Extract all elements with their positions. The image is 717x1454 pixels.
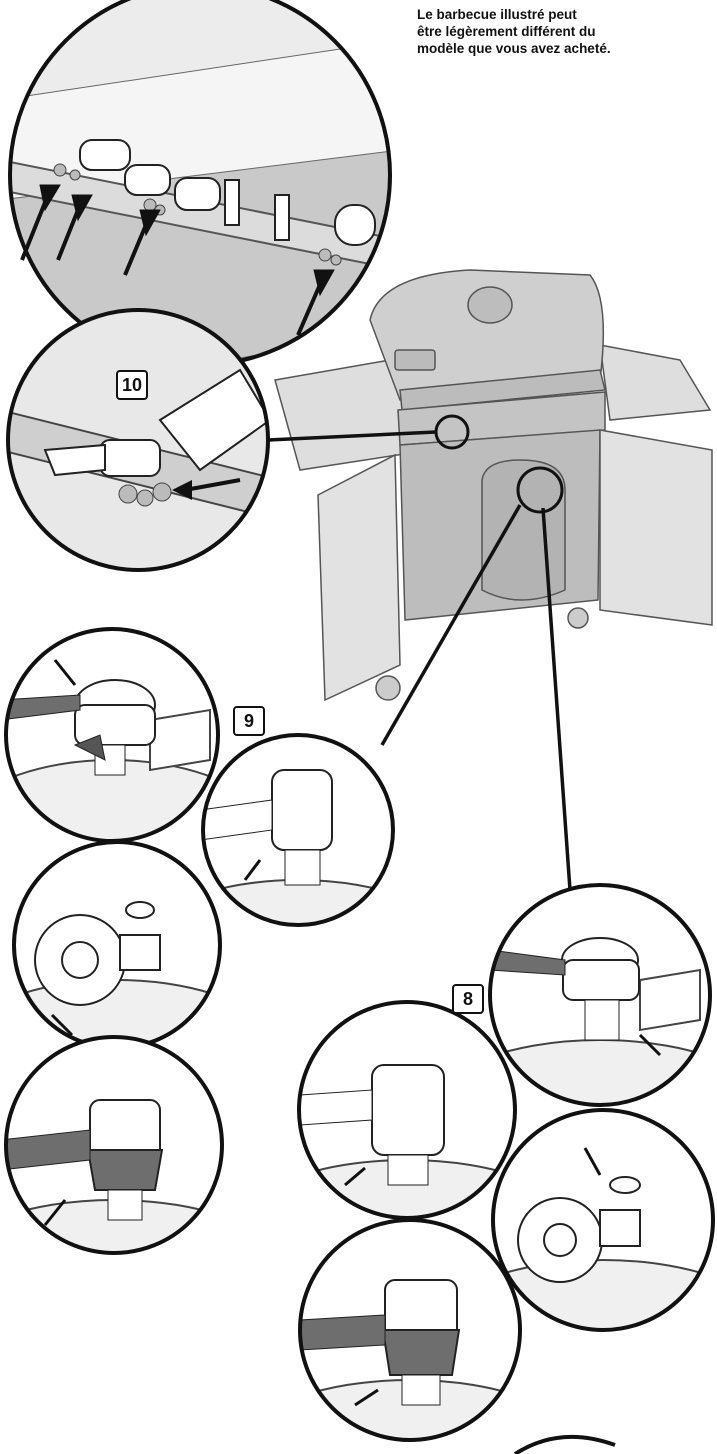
- manifold-detail-circle: [8, 0, 392, 367]
- step-number-9: 9: [233, 706, 265, 736]
- step-number-8: 8: [452, 984, 484, 1014]
- regulator-detail-9d: [4, 1035, 224, 1255]
- disclaimer-line-2: être légèrement différent du: [417, 24, 596, 39]
- disclaimer-line-3: modèle que vous avez acheté.: [417, 41, 611, 56]
- disclaimer-line-1: Le barbecue illustré peut: [417, 7, 577, 22]
- burner-valve-detail-circle: [6, 308, 270, 572]
- disclaimer-text: Le barbecue illustré peut être légèremen…: [417, 6, 715, 57]
- step-number-10: 10: [116, 370, 148, 400]
- callout-lines: [267, 430, 572, 891]
- partial-circle-edge: [513, 1434, 616, 1454]
- grill-illustration: [274, 269, 713, 702]
